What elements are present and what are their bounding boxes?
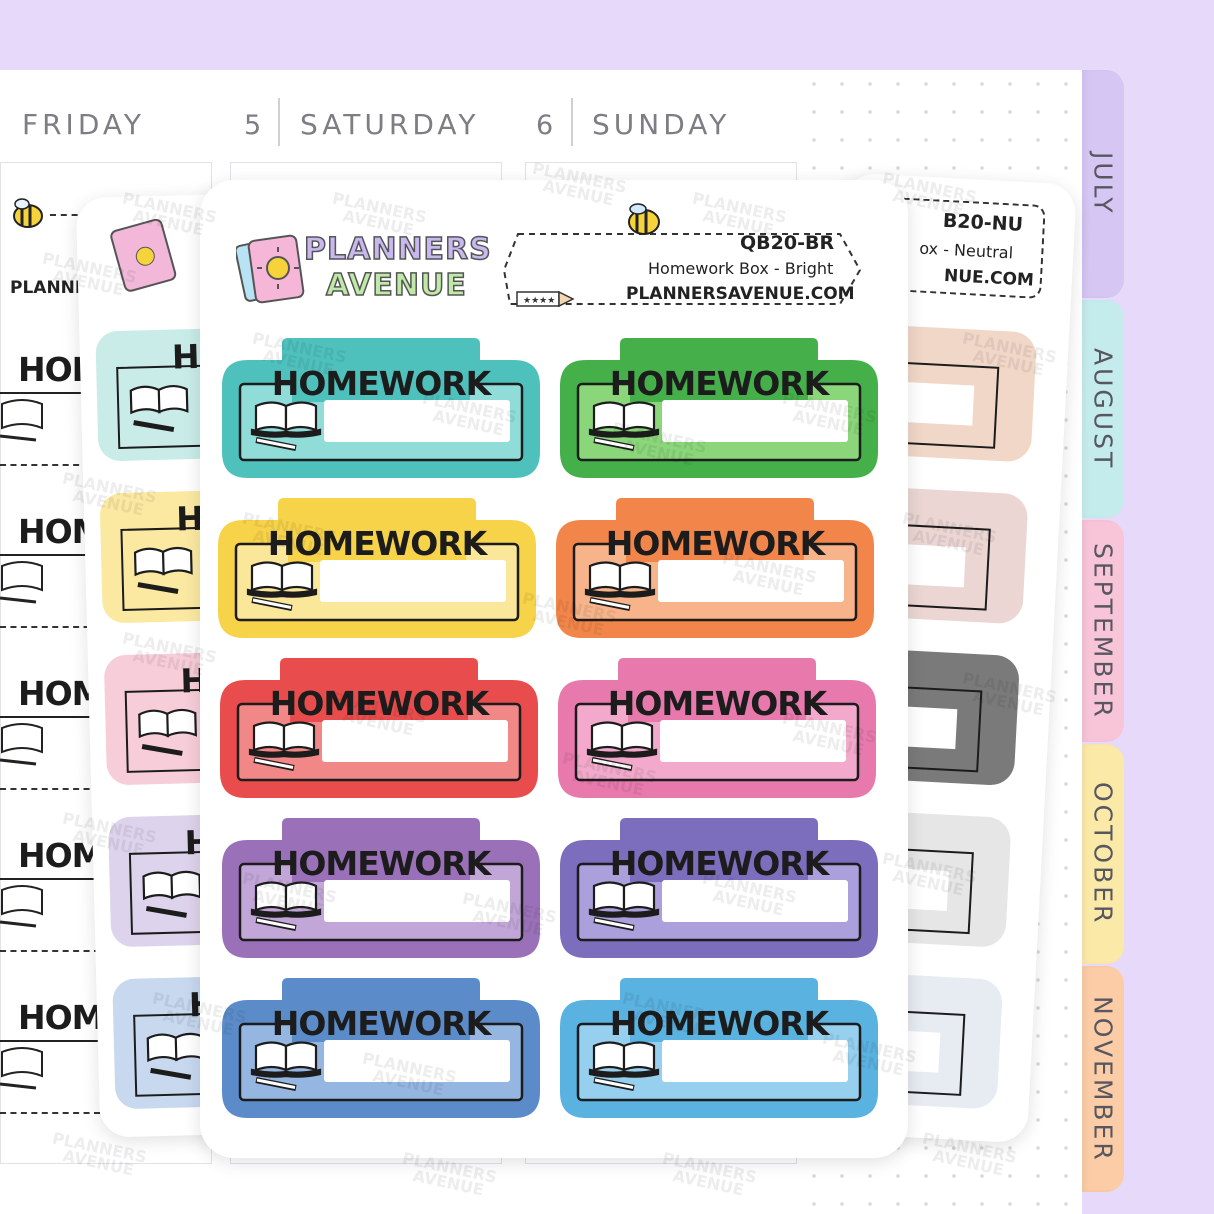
sticker-title: HOMEWORK (272, 1004, 493, 1043)
tab-label: SEPTEMBER (1088, 542, 1118, 720)
day-header-saturday: SATURDAY (300, 108, 480, 141)
homework-sticker[interactable]: HOMEWORK (560, 818, 878, 958)
homework-sticker[interactable]: HOMEWORK (558, 658, 876, 798)
sticker-box-partial (0, 716, 100, 790)
sticker-title: HOMEWORK (272, 364, 493, 403)
sticker-sheet-pastel[interactable]: H H H H H (75, 192, 321, 1138)
book-icon (138, 708, 197, 756)
sticker-title: HOMEWORK (608, 684, 829, 723)
sheet-code: B20-NU (942, 209, 1024, 236)
sheet-code: QB20-BR (740, 232, 835, 254)
homework-sticker[interactable]: HOMEWORK (222, 978, 540, 1118)
book-icon (0, 1047, 43, 1090)
tab-november[interactable]: NOVEMBER (1082, 966, 1124, 1192)
book-icon (0, 399, 43, 442)
day-divider (278, 98, 280, 146)
day-number-6: 6 (536, 110, 554, 141)
homework-sticker[interactable]: HOMEWORK (218, 498, 536, 638)
sticker-title-partial: HOM (18, 836, 105, 875)
tab-july[interactable]: JULY (1082, 70, 1124, 298)
pastel-stickers: H H H H H (76, 192, 321, 1110)
sticker-title-partial: H (171, 336, 200, 377)
notebook-icon (236, 234, 305, 304)
book-icon (0, 885, 43, 928)
sheet-url: PLANNERSAVENUE.COM (626, 284, 855, 304)
sticker-sheet-bright[interactable]: PLANNERS AVENUE ★★★★ QB20-BR Homework Bo… (200, 180, 908, 1158)
sticker-title: HOMEWORK (270, 684, 491, 723)
sticker-title: HOMEWORK (268, 524, 489, 563)
sticker-title: HOMEWORK (272, 844, 493, 883)
homework-sticker[interactable]: HOMEWORK (556, 498, 874, 638)
homework-sticker-pastel[interactable]: H (107, 812, 321, 948)
tab-label: AUGUST (1088, 347, 1118, 471)
sticker-title: HOMEWORK (606, 524, 827, 563)
planner-label-partial: PLANNE (10, 278, 87, 298)
tab-september[interactable]: SEPTEMBER (1082, 520, 1124, 742)
label-box (502, 233, 862, 305)
sticker-title-partial: HOM (18, 998, 105, 1037)
homework-sticker[interactable]: HOMEWORK (560, 978, 878, 1118)
homework-sticker[interactable]: HOMEWORK (220, 658, 538, 798)
day-header-friday: FRIDAY (22, 108, 145, 141)
sheet-subtitle: Homework Box - Bright (648, 259, 834, 278)
tab-label: OCTOBER (1088, 782, 1118, 926)
sticker-box-partial (0, 1040, 100, 1114)
homework-sticker-pastel[interactable]: H (95, 326, 313, 462)
sticker-box-partial (0, 878, 100, 952)
bee-icon (13, 198, 43, 228)
book-icon (0, 561, 43, 604)
sticker-title: HOMEWORK (610, 364, 831, 403)
book-icon (142, 870, 202, 918)
notebook-icon (110, 218, 177, 292)
homework-sticker[interactable]: HOMEWORK (560, 338, 878, 478)
day-divider (571, 98, 573, 146)
homework-sticker-pastel[interactable]: H (103, 650, 321, 786)
homework-sticker[interactable]: HOMEWORK (222, 338, 540, 478)
homework-sticker[interactable]: HOMEWORK (222, 818, 540, 958)
book-icon (129, 384, 189, 433)
book-icon (133, 546, 193, 594)
sticker-box-partial (0, 392, 100, 466)
homework-sticker-pastel[interactable]: H (99, 488, 317, 624)
tab-october[interactable]: OCTOBER (1082, 744, 1124, 964)
brand-line1: PLANNERS (303, 231, 492, 268)
day-number-5: 5 (244, 110, 262, 141)
pencil-icon: ★★★★ (516, 290, 575, 308)
tab-august[interactable]: AUGUST (1082, 300, 1124, 518)
book-icon (0, 723, 43, 766)
day-header-sunday: SUNDAY (592, 108, 731, 141)
month-tabs: JULY AUGUST SEPTEMBER OCTOBER NOVEMBER (1082, 70, 1214, 1214)
tab-label: JULY (1088, 152, 1118, 216)
svg-text:★★★★: ★★★★ (523, 296, 555, 306)
sticker-title: HOMEWORK (610, 844, 831, 883)
tab-label: NOVEMBER (1088, 995, 1118, 1163)
sticker-title: HOMEWORK (610, 1004, 831, 1043)
brand-line2: AVENUE (325, 267, 467, 304)
sticker-box-partial (0, 554, 100, 628)
bee-icon (628, 203, 660, 235)
